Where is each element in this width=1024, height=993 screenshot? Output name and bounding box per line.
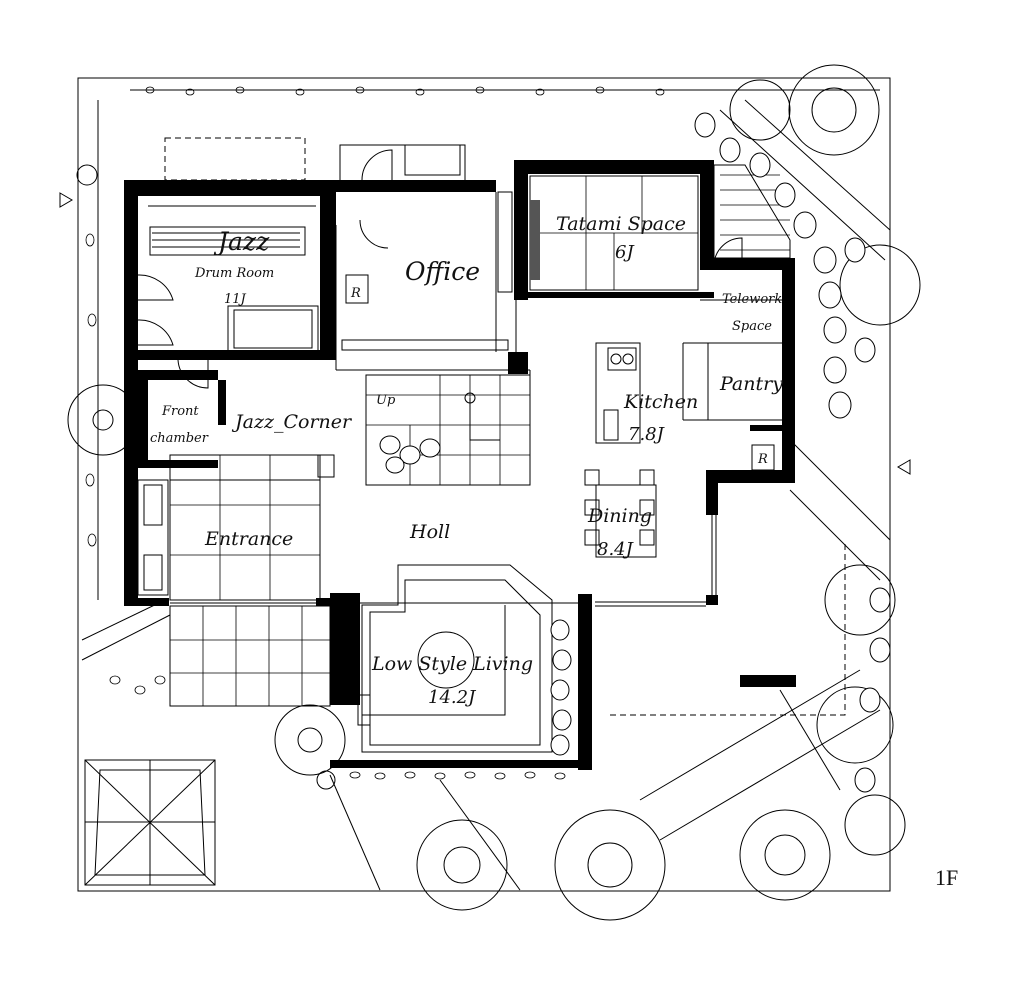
parking-outline [164, 137, 306, 181]
site-boundary [77, 77, 891, 892]
room-label-jazz: Jazz [213, 227, 270, 256]
room-label-holl: Holl [409, 521, 450, 543]
room-label-telework-1: Telework [722, 292, 782, 307]
exterior-walls [124, 160, 795, 770]
north-arrow-marker [59, 192, 73, 208]
garden-deck [713, 164, 791, 259]
office-fixtures [339, 144, 513, 351]
floor-label: 1F [935, 865, 958, 890]
room-label-dining: Dining [587, 505, 652, 527]
door-swings [137, 149, 743, 389]
drum-room-hatch [148, 205, 319, 353]
room-label-front-chamber-2: chamber [150, 431, 209, 446]
refrigerator-mark-kitchen: R [757, 452, 768, 467]
room-area-living: 14.2J [428, 687, 477, 708]
room-label-tatami: Tatami Space [556, 213, 686, 235]
refrigerator-mark-office: R [350, 286, 361, 301]
room-label-front-chamber-1: Front [161, 404, 199, 419]
room-label-telework-2: Space [732, 319, 772, 334]
shrubs [379, 112, 891, 793]
room-label-pantry: Pantry [719, 373, 783, 395]
entrance-tiles [137, 454, 331, 707]
room-label-jazz-corner: Jazz_Corner [231, 411, 353, 433]
room-label-drum-room: Drum Room [194, 266, 274, 281]
parasol [84, 759, 216, 886]
room-label-entrance: Entrance [204, 528, 293, 550]
stair-label-up: Up [376, 393, 396, 408]
room-area-tatami: 6J [615, 242, 635, 263]
living-fixtures [357, 564, 553, 753]
room-area-kitchen: 7.8J [628, 424, 666, 445]
driveway-outline [610, 540, 846, 716]
pebbles [85, 86, 665, 780]
room-label-living: Low Style Living [371, 653, 533, 675]
east-arrow-marker [897, 459, 911, 475]
room-area-jazz: 11J [224, 292, 247, 307]
trees [67, 64, 921, 921]
room-label-kitchen: Kitchen [623, 391, 698, 413]
tatami-mats [529, 175, 699, 291]
room-label-office: Office [405, 257, 480, 286]
room-area-dining: 8.4J [597, 539, 635, 560]
kitchen-dining-fixtures [317, 342, 775, 558]
